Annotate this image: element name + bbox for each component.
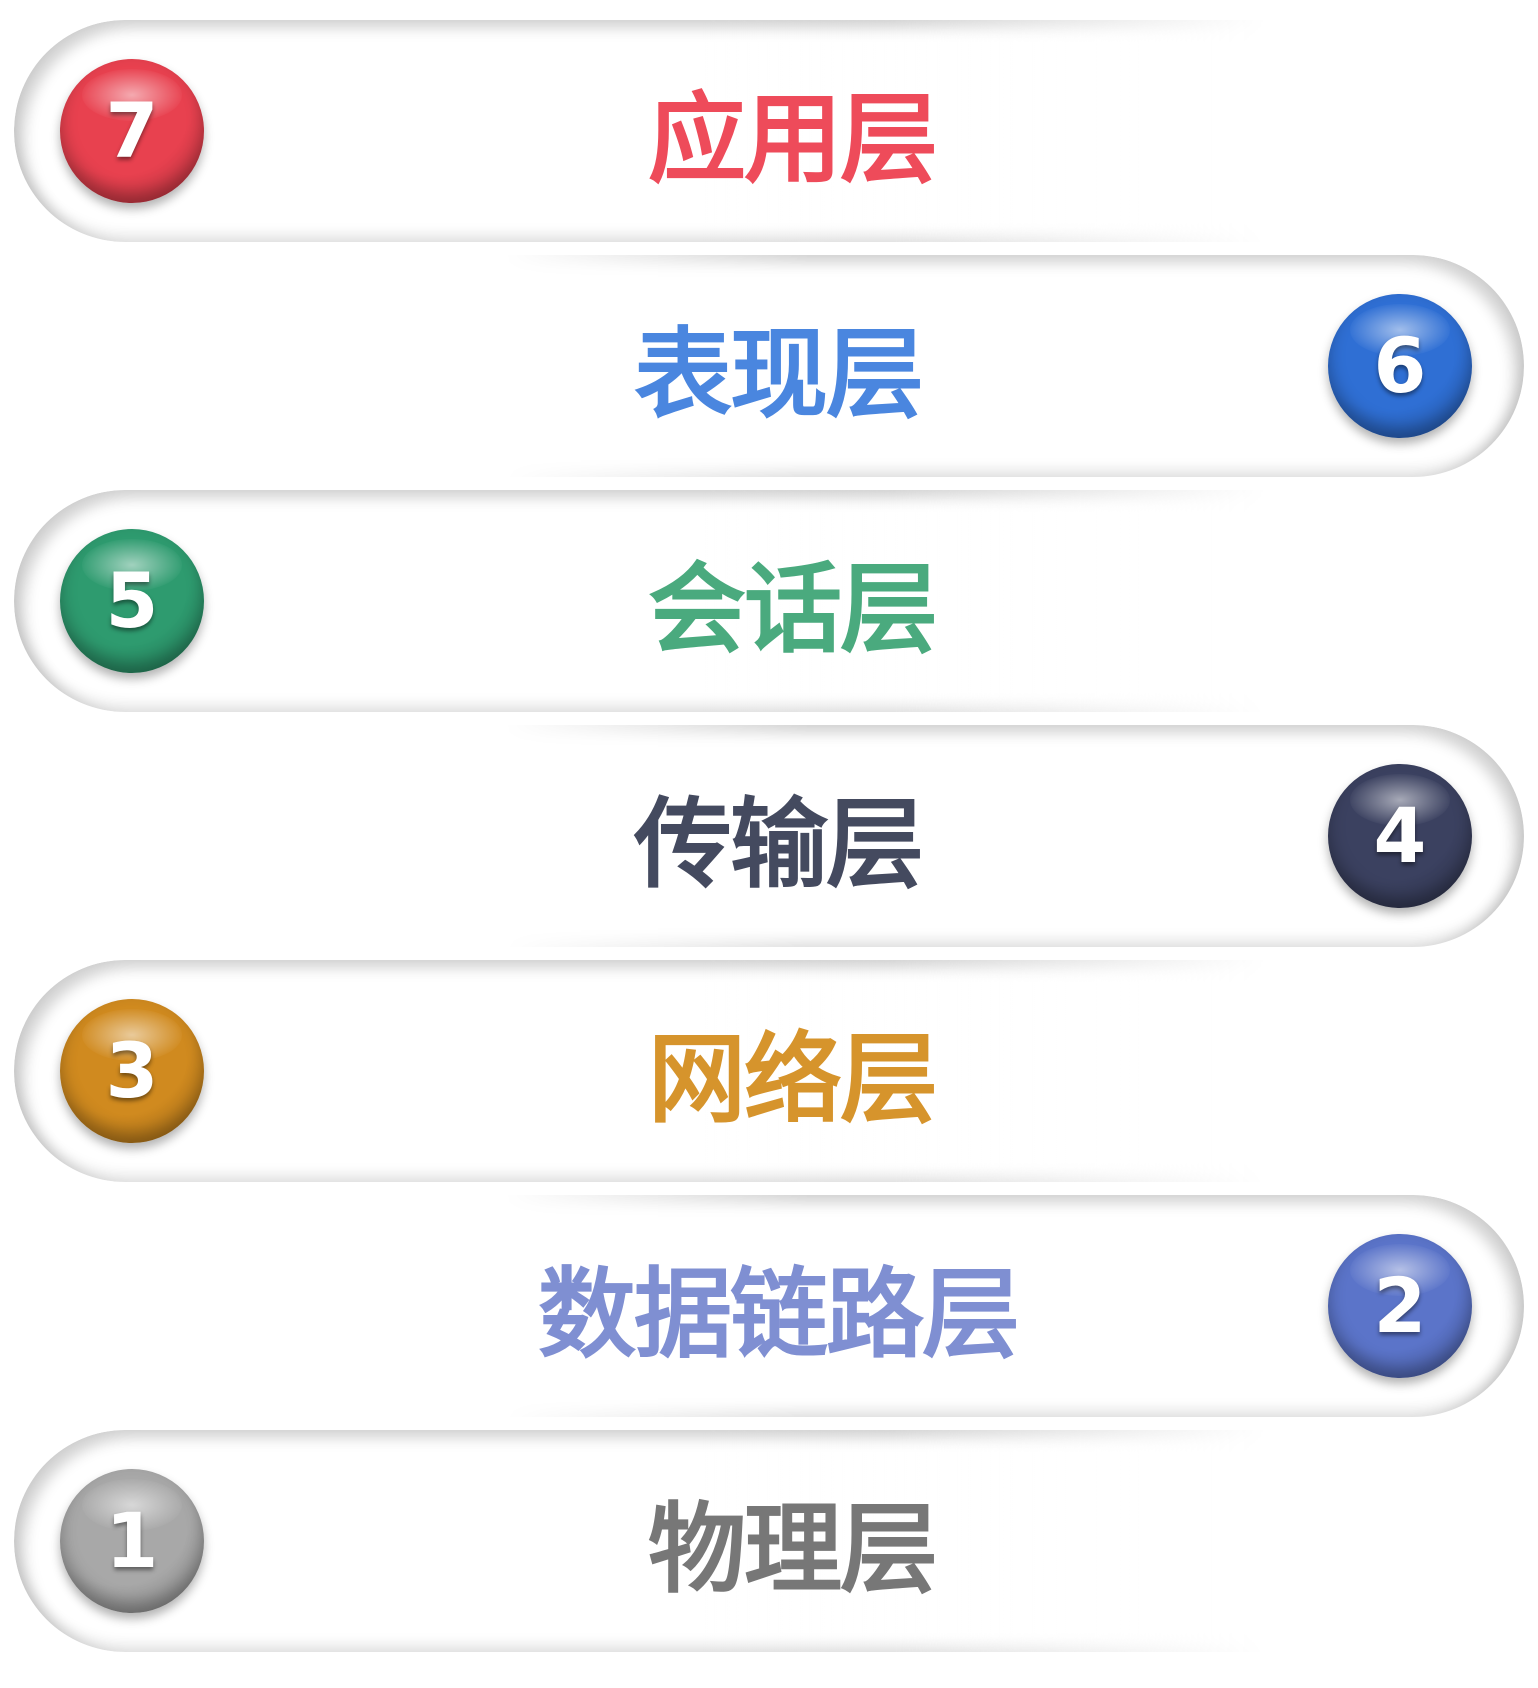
layer-number: 1 [105,1496,159,1585]
layer-pill [14,1430,1266,1652]
layer-pill [14,20,1266,242]
layer-pill [14,490,1266,712]
layer-number: 7 [105,86,159,175]
layer-number-badge: 7 [60,59,204,203]
layer-number-badge: 6 [1328,294,1472,438]
layer-name: 表现层 [633,318,924,432]
layer-row-4: 4 传输层 [505,725,1524,947]
layer-number: 4 [1373,791,1427,880]
layer-number: 5 [105,556,159,645]
layer-number-badge: 3 [60,999,204,1143]
layer-name: 网络层 [647,1023,938,1137]
layer-name: 应用层 [647,83,938,197]
layer-number-badge: 4 [1328,764,1472,908]
layer-number: 6 [1373,321,1427,410]
layer-row-3: 3 网络层 [14,960,1266,1182]
layer-number-badge: 2 [1328,1234,1472,1378]
layer-name: 会话层 [647,553,938,667]
layer-number: 2 [1373,1261,1427,1350]
layer-row-7: 7 应用层 [14,20,1266,242]
layer-row-2: 2 数据链路层 [505,1195,1524,1417]
layer-number-badge: 5 [60,529,204,673]
layer-row-6: 6 表现层 [505,255,1524,477]
layer-name: 传输层 [633,788,924,902]
layer-name: 物理层 [647,1493,938,1607]
layer-number: 3 [105,1026,159,1115]
layer-number-badge: 1 [60,1469,204,1613]
layer-pill [14,960,1266,1182]
layer-row-5: 5 会话层 [14,490,1266,712]
layer-name: 数据链路层 [537,1258,1020,1372]
layer-row-1: 1 物理层 [14,1430,1266,1652]
